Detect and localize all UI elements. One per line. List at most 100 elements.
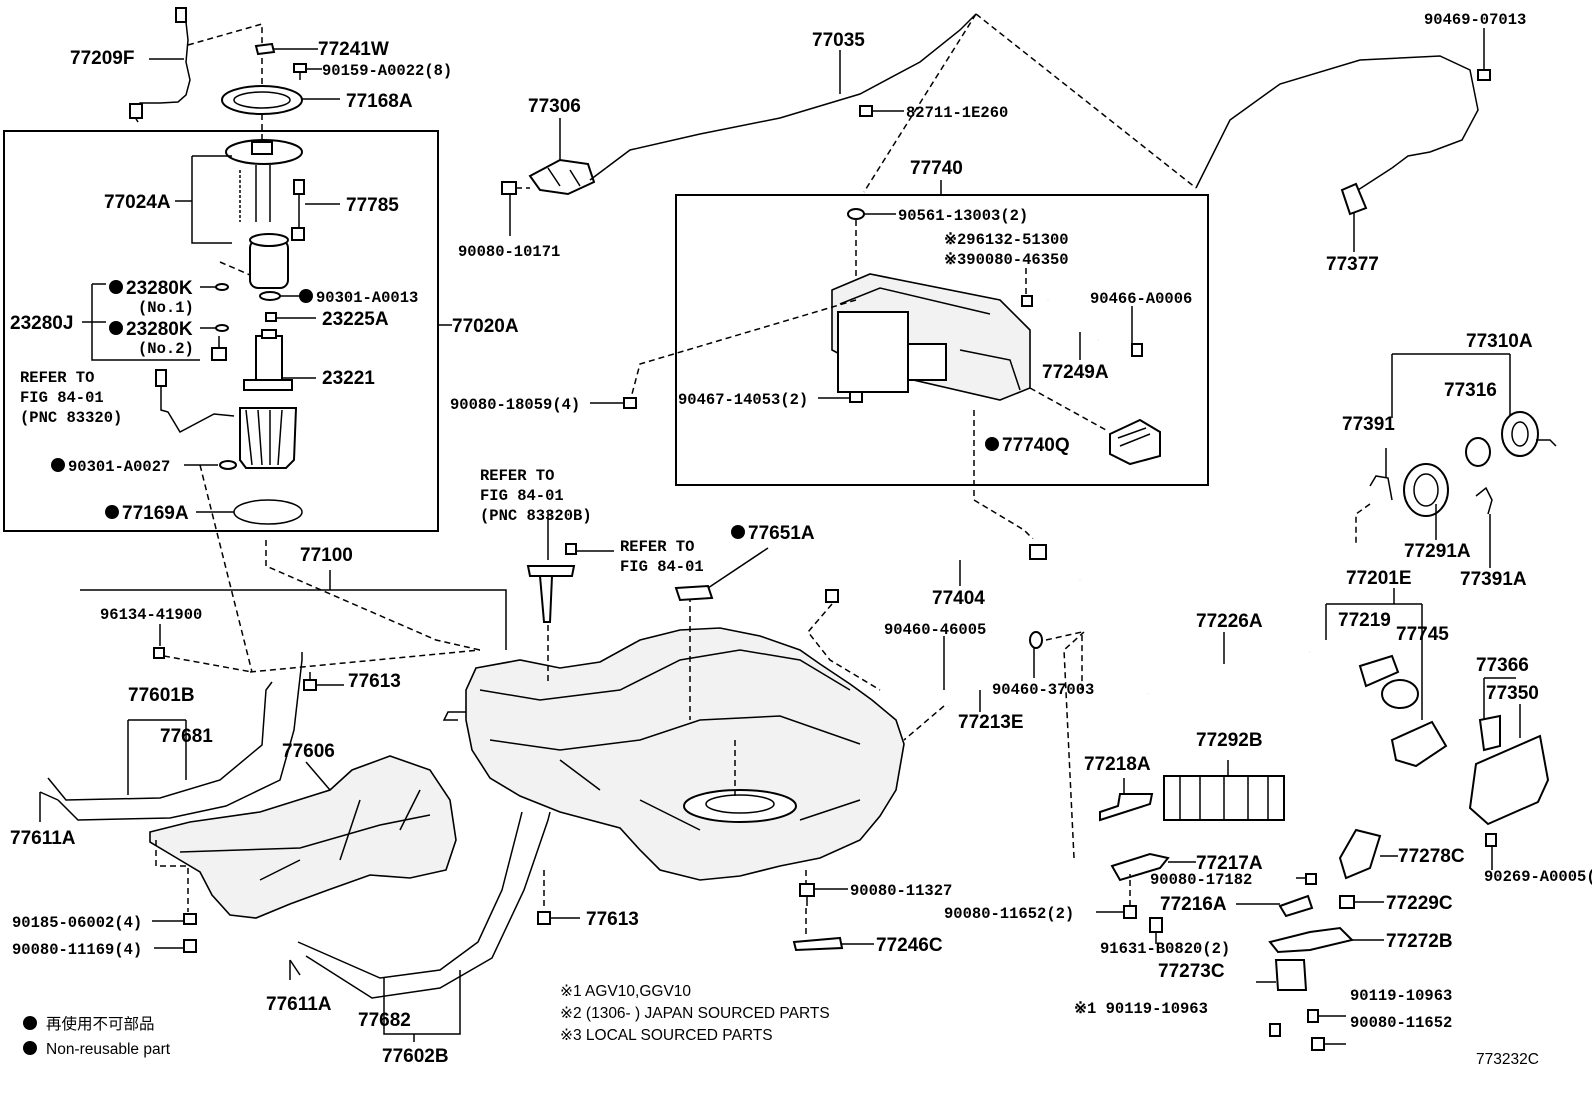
label-refer-to-2: REFER TO [480, 467, 554, 485]
hinge-77366 [1478, 714, 1501, 752]
grommet-90561 [847, 208, 865, 220]
hose-77213E [945, 631, 1043, 708]
label-23280K-1: 23280K [126, 278, 193, 299]
strap-77602B [297, 811, 551, 999]
notes: ※1 AGV10,GGV10 ※2 (1306- ) JAPAN SOURCED… [560, 983, 830, 1044]
label-82711-1E260: 82711-1E260 [906, 104, 1008, 122]
bracket-77272B [1268, 926, 1354, 954]
label-90467-14053: 90467-14053(2) [678, 391, 808, 409]
label-90466-A0006: 90466-A0006 [1090, 290, 1192, 308]
label-77611A-b: 77611A [266, 994, 332, 1015]
label-77291A: 77291A [1404, 541, 1471, 562]
label-77229C: 77229C [1386, 893, 1453, 914]
regulator [211, 336, 227, 361]
non-reusable-dot [51, 458, 65, 472]
hose-77249A [1046, 298, 1100, 342]
label-77213E: 77213E [958, 712, 1024, 733]
bracket-77218A [1099, 793, 1154, 822]
ring-77391 [1369, 475, 1393, 501]
sender-77785 [291, 179, 305, 241]
bracket-77246C [792, 936, 844, 952]
label-77377: 77377 [1326, 254, 1379, 275]
pump-flange [225, 139, 303, 165]
figure-id: 773232C [1476, 1051, 1539, 1068]
label-77168A: 77168A [346, 91, 413, 112]
label-77306: 77306 [528, 96, 581, 117]
pump-filter [249, 233, 289, 289]
label-90080-11327: 90080-11327 [850, 882, 952, 900]
part-labels: 77209F 77241W 90159-A0022(8) 77168A 7702… [10, 11, 1592, 1067]
label-90080-46350: ※390080-46350 [944, 251, 1069, 269]
label-90119-10963: 90119-10963 [1350, 987, 1452, 1005]
label-77316: 77316 [1444, 380, 1497, 401]
label-no2: (No.2) [138, 340, 194, 358]
label-96132-51300: ※296132-51300 [944, 231, 1069, 249]
legend-dot-icon [23, 1041, 37, 1055]
label-77216A: 77216A [1160, 894, 1227, 915]
canister-group-frame [675, 194, 1209, 486]
label-90269-A0005: 90269-A0005(2) [1484, 868, 1592, 886]
label-77350: 77350 [1486, 683, 1539, 704]
label-77601B: 77601B [128, 685, 195, 706]
heat-insulator-77606 [149, 755, 457, 919]
non-reusable-dot [731, 525, 745, 539]
label-77613b: 77613 [586, 909, 639, 930]
protector-77292B [1163, 775, 1285, 821]
label-77391A: 77391A [1460, 569, 1527, 590]
part-23225A [265, 312, 277, 322]
label-77272B: 77272B [1386, 931, 1453, 952]
pipe-77226A [1146, 650, 1311, 709]
label-77611A-a: 77611A [10, 828, 76, 849]
label-77651A: 77651A [748, 523, 815, 544]
label-23280K-2: 23280K [126, 319, 193, 340]
bolt-90080-11652a [1123, 905, 1137, 919]
label-23280J: 23280J [10, 313, 73, 334]
filter-77740Q [1109, 418, 1161, 466]
non-reusable-dot [109, 280, 123, 294]
label-91631-B0820: 91631-B0820(2) [1100, 940, 1230, 958]
nut-90185 [183, 913, 197, 925]
non-reusable-dot [109, 321, 123, 335]
bolt-90080-18059 [623, 397, 637, 409]
label-90080-11652-2: 90080-11652(2) [944, 905, 1074, 923]
gauge-sender-ref [155, 369, 235, 433]
label-fig-84-01: FIG 84-01 [20, 389, 104, 407]
label-90080-11652: 90080-11652 [1350, 1014, 1452, 1032]
non-reusable-dot [299, 289, 313, 303]
note-3: ※3 LOCAL SOURCED PARTS [560, 1027, 773, 1044]
label-no1: (No.1) [138, 299, 194, 317]
label-77209F: 77209F [70, 48, 134, 69]
label-77366: 77366 [1476, 655, 1529, 676]
bolt-90119a [1307, 1009, 1319, 1023]
bracket-77278C [1338, 828, 1382, 880]
bolt-91631 [1149, 917, 1163, 933]
fuel-tank-77100 [442, 627, 905, 881]
label-77682: 77682 [358, 1010, 411, 1031]
opener-77306 [528, 158, 596, 196]
gasket-77316 [1465, 437, 1491, 467]
oring-90301a [259, 291, 281, 301]
label-77391: 77391 [1342, 414, 1395, 435]
label-77246C: 77246C [876, 935, 943, 956]
cap-77310A [1501, 411, 1557, 457]
bolt-90159 [293, 63, 307, 80]
label-pnc-83320B: (PNC 83320B) [480, 507, 592, 525]
oring-23280K-2 [215, 324, 229, 332]
label-90469-07013: 90469-07013 [1424, 11, 1526, 29]
legend-en: Non-reusable part [46, 1041, 171, 1058]
label-77241W: 77241W [318, 39, 389, 60]
label-77169A: 77169A [122, 503, 189, 524]
handle-77377 [1340, 167, 1393, 216]
label-77217A: 77217A [1196, 853, 1263, 874]
label-77273C: 77273C [1158, 961, 1225, 982]
label-77249A: 77249A [1042, 362, 1109, 383]
bracket-77273C [1274, 959, 1308, 991]
gasket-77169A [233, 499, 303, 525]
bolt-90119b [1269, 1023, 1281, 1037]
clip-96132 [1021, 295, 1033, 307]
label-90159: 90159-A0022(8) [322, 62, 452, 80]
label-77745: 77745 [1396, 624, 1449, 645]
label-90561-13003: 90561-13003(2) [898, 207, 1028, 225]
